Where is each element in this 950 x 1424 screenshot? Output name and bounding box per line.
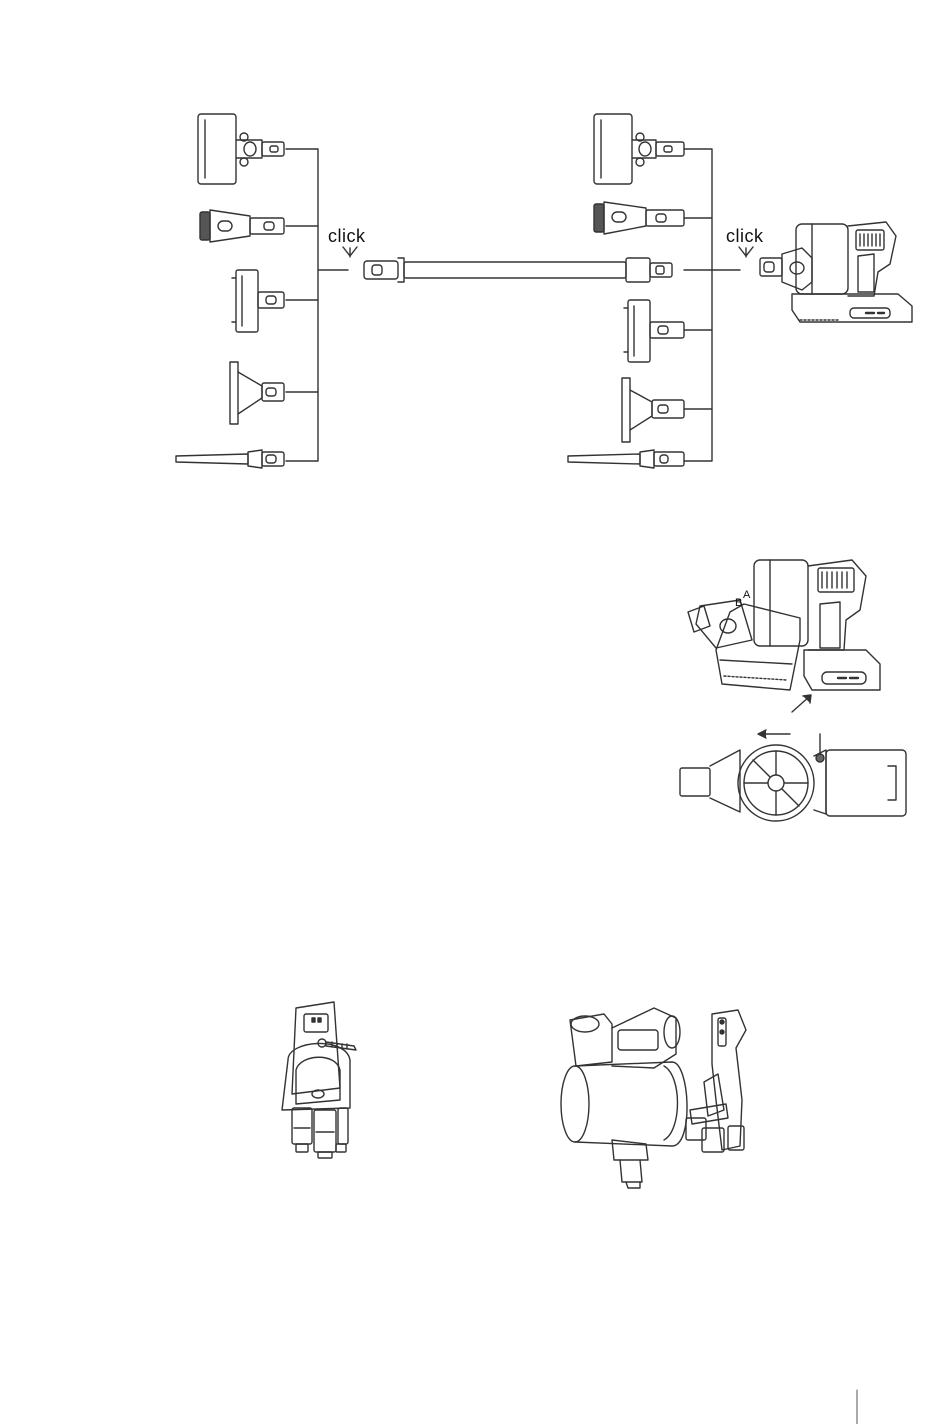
crevice-tool-icon: [568, 450, 684, 468]
left-accessory-column: [176, 114, 348, 468]
wall-bracket-icon: [282, 1002, 356, 1158]
handheld-vacuum-icon: [760, 222, 912, 322]
crevice-tool-icon: [176, 450, 284, 468]
floor-brush-icon: [198, 114, 284, 184]
left-connector-bracket: [286, 149, 348, 461]
right-connector-bracket: [684, 149, 740, 461]
vacuum-on-mount-icon: [561, 1008, 746, 1188]
filter-cross-section-icon: [680, 730, 906, 821]
click-label-left: click: [328, 226, 366, 246]
click-indicator-left: click: [328, 226, 366, 257]
dustbin-removal-diagram: A B: [680, 560, 906, 821]
callout-label-b: B: [735, 597, 742, 609]
click-indicator-right: click: [726, 226, 764, 257]
callout-label-a: A: [743, 589, 751, 601]
dusting-brush-icon: [200, 210, 284, 242]
dusting-brush-icon: [594, 202, 684, 234]
click-label-right: click: [726, 226, 764, 246]
vacuum-bin-release-icon: A B: [688, 560, 880, 712]
upholstery-tool-icon: [624, 300, 684, 362]
upholstery-tool-icon: [232, 270, 284, 332]
wide-nozzle-icon: [622, 378, 684, 442]
assembly-diagram: click: [176, 114, 912, 468]
extension-tube-icon: [364, 258, 672, 282]
right-accessory-column: [568, 114, 740, 468]
wide-nozzle-icon: [230, 362, 284, 424]
wall-mount-diagram: [282, 1002, 746, 1188]
floor-brush-icon: [594, 114, 684, 184]
